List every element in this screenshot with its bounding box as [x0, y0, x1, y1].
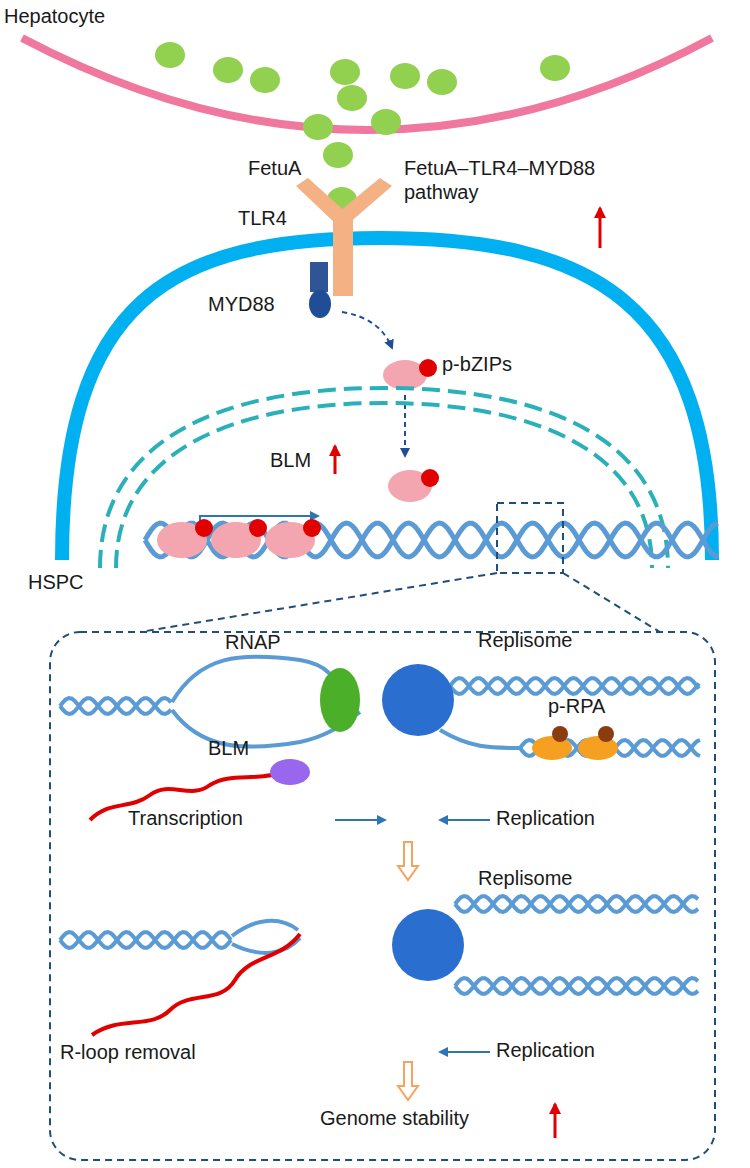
dna-strand	[455, 896, 698, 912]
increase-arrow	[599, 208, 602, 248]
text-label: p-bZIPs	[442, 352, 512, 376]
rna-strand	[92, 934, 300, 1035]
inset-frame	[50, 632, 715, 1160]
text-label: Hepatocyte	[4, 4, 105, 28]
bound-pbzips	[157, 469, 439, 558]
text-label: Replisome	[478, 866, 572, 890]
dna-strand	[455, 896, 698, 912]
text-label: Replication	[496, 1038, 595, 1062]
fetua-particles	[155, 42, 570, 213]
replisome	[392, 909, 464, 981]
myd88-protein	[309, 290, 331, 318]
text-label: Replisome	[478, 628, 572, 652]
direction-arrow	[440, 819, 490, 821]
p-rpa	[532, 726, 618, 760]
increase-arrow	[334, 446, 337, 474]
dna-strand	[145, 523, 718, 557]
hspc-membrane	[62, 238, 712, 560]
text-label: R-loop removal	[60, 1040, 196, 1064]
direction-arrow	[440, 1051, 490, 1053]
direction-arrow	[335, 819, 385, 821]
text-label: BLM	[208, 736, 249, 760]
nuclear-envelope	[100, 388, 668, 568]
zoom-box	[497, 503, 563, 573]
text-label: MYD88	[208, 292, 275, 316]
replisome	[382, 664, 454, 736]
hepatocyte-membrane	[22, 38, 712, 130]
zoom-line	[563, 573, 660, 632]
increase-arrow	[554, 1104, 557, 1138]
text-label: Replication	[496, 806, 595, 830]
text-label: BLM	[270, 448, 311, 472]
text-label: Transcription	[128, 806, 243, 830]
dna-helix	[60, 523, 718, 994]
dna-strand	[60, 932, 231, 948]
dna-strand	[172, 657, 338, 702]
text-label: FetuA–TLR4–MYD88 pathway	[404, 156, 654, 204]
text-label: HSPC	[28, 570, 84, 594]
dna-strand	[440, 730, 520, 748]
tlr4-receptor	[296, 178, 392, 296]
rna-polymerase	[320, 668, 360, 732]
dna-strand	[455, 978, 698, 994]
text-label: FetuA	[248, 156, 301, 180]
phospho-group	[419, 359, 437, 377]
signal-arrow	[342, 312, 392, 348]
dna-strand	[60, 932, 231, 948]
zoom-line	[140, 573, 497, 632]
blm-helicase	[270, 759, 310, 785]
text-label: RNAP	[225, 630, 281, 654]
nuclear-envelope	[116, 403, 652, 568]
dna-strand	[450, 678, 699, 694]
dna-strand	[450, 678, 699, 694]
text-label: p-RPA	[548, 694, 605, 718]
text-label: TLR4	[238, 206, 287, 230]
dna-strand	[455, 978, 698, 994]
dna-strand	[145, 523, 718, 557]
dna-strand	[232, 921, 298, 936]
text-label: Genome stability	[320, 1106, 469, 1130]
dna-strand	[60, 698, 171, 714]
myd88-anchor	[310, 262, 328, 292]
dna-strand	[60, 698, 171, 714]
